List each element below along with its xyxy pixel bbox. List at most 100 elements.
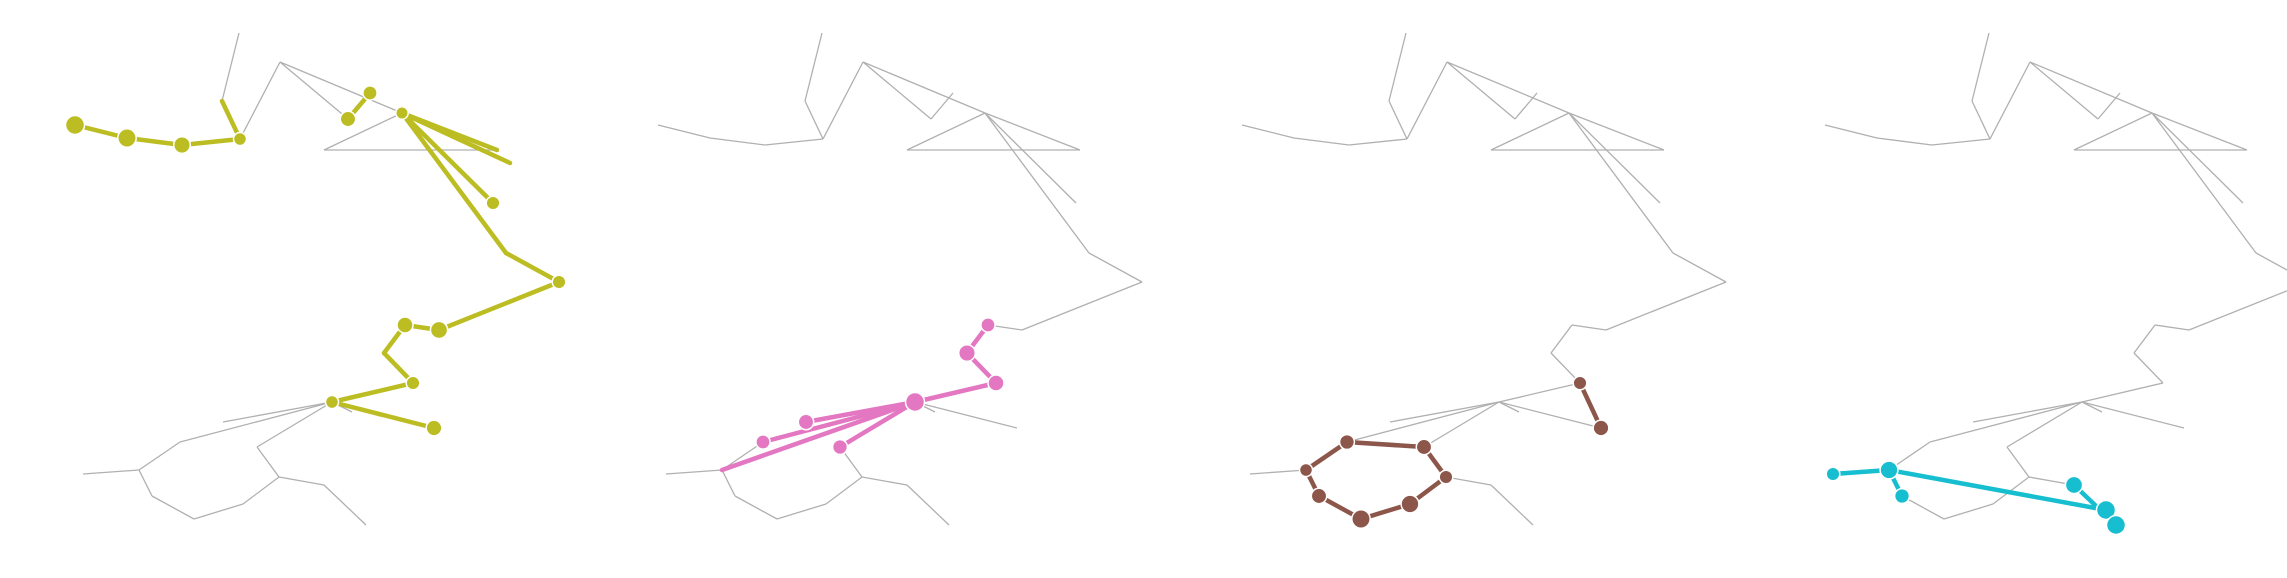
bond-edge: [657, 124, 711, 139]
bond-edge: [1971, 32, 1990, 102]
bond-edge: [1568, 112, 1661, 204]
highlighted-atom-node: [1310, 487, 1328, 505]
bond-edge: [279, 61, 403, 114]
bond-edge: [1824, 124, 1878, 139]
bond-edge: [278, 476, 325, 486]
bond-edge: [256, 446, 280, 478]
bond-edge: [1348, 138, 1408, 146]
highlighted-atom-node: [904, 391, 926, 413]
bond-edge: [2151, 112, 2248, 151]
bond-edge: [1446, 61, 1516, 120]
highlighted-bond-edge: [719, 399, 918, 473]
bond-edge: [709, 137, 766, 146]
bond-edge: [1490, 484, 1534, 526]
highlighted-atom-node: [551, 274, 567, 290]
bond-edge: [1929, 401, 2083, 443]
bond-edge: [1568, 112, 1665, 151]
highlighted-atom-node: [980, 317, 996, 333]
bond-edge: [776, 503, 827, 520]
highlighted-atom-node: [324, 394, 340, 410]
bond-edge: [1498, 382, 1581, 403]
bond-edge: [906, 112, 986, 151]
bond-edge: [2073, 112, 2153, 151]
bond-edge: [2081, 382, 2164, 403]
highlighted-bond-edge: [436, 279, 562, 333]
highlighted-atom-node: [117, 128, 137, 148]
bond-edge: [906, 484, 950, 526]
highlighted-bond-edge: [1303, 439, 1350, 473]
bond-edge: [1514, 92, 1538, 120]
highlighted-atom-node: [755, 434, 771, 450]
highlighted-atom-node: [64, 114, 86, 136]
bond-edge: [1568, 112, 1674, 254]
highlighted-atom-node: [957, 343, 977, 363]
bond-edge: [2255, 252, 2287, 271]
highlighted-bond-edge: [503, 250, 562, 285]
bond-edge: [2151, 112, 2244, 204]
bond-edge: [862, 61, 986, 114]
bond-edge: [822, 61, 864, 140]
panel-3: [1241, 32, 1727, 529]
highlighted-bond-edge: [399, 110, 513, 166]
panel-4: [1824, 32, 2287, 536]
bond-edge: [861, 476, 908, 486]
bond-edge: [2154, 324, 2190, 331]
bond-edge: [179, 401, 333, 443]
bond-edge: [665, 469, 723, 475]
bond-edge: [1971, 100, 1991, 140]
bond-edge: [1021, 281, 1143, 331]
highlighted-bond-edge: [399, 110, 509, 256]
bond-edge: [1445, 476, 1492, 486]
bond-edge: [82, 469, 140, 475]
bond-edge: [1249, 469, 1307, 475]
bond-edge: [1498, 401, 1520, 413]
bond-edge: [1389, 401, 1500, 423]
highlighted-atom-node: [362, 85, 378, 101]
bond-edge: [1293, 137, 1350, 146]
bond-edge: [1406, 61, 1448, 140]
highlighted-atom-node: [395, 106, 409, 120]
bond-edge: [1943, 503, 1994, 520]
highlighted-bond-edge: [837, 399, 918, 450]
bond-edge: [242, 476, 280, 505]
bond-edge: [1605, 281, 1727, 331]
bond-edge: [764, 138, 824, 146]
highlighted-atom-node: [232, 131, 248, 147]
highlighted-atom-node: [1592, 419, 1610, 437]
highlighted-bond-edge: [1886, 467, 2109, 513]
bond-edge: [222, 401, 333, 423]
highlighted-atom-node: [2064, 475, 2084, 495]
bond-edge: [914, 401, 1018, 429]
bond-edge: [1446, 61, 1570, 114]
highlighted-atom-node: [425, 419, 443, 437]
bond-edge: [1490, 112, 1570, 151]
bond-edge: [221, 32, 240, 102]
bond-edge: [1550, 324, 1573, 354]
bond-edge: [1088, 252, 1143, 283]
highlighted-bond-edge: [329, 380, 416, 405]
highlighted-bond-edge: [399, 110, 496, 206]
highlighted-atom-node: [1298, 462, 1314, 478]
bond-edge: [151, 495, 195, 520]
bond-edge: [1972, 401, 2083, 423]
bond-edge: [239, 61, 281, 140]
highlighted-atom-node: [485, 195, 501, 211]
bond-edge: [721, 469, 736, 497]
bond-edge: [2188, 290, 2287, 331]
highlighted-bond-edge: [329, 399, 437, 431]
highlighted-atom-node: [797, 413, 815, 431]
bond-edge: [2097, 92, 2121, 120]
bond-edge: [1388, 100, 1408, 140]
highlighted-atom-node: [396, 316, 414, 334]
bond-edge: [930, 92, 954, 120]
bond-edge: [2133, 352, 2164, 384]
bond-edge: [734, 495, 778, 520]
highlighted-atom-node: [429, 320, 449, 340]
highlighted-atom-node: [1400, 494, 1420, 514]
bond-edge: [1241, 124, 1295, 139]
bond-edge: [2133, 324, 2156, 354]
bond-edge: [2029, 61, 2153, 114]
bond-edge: [2006, 401, 2083, 448]
panel-2: [657, 32, 1143, 526]
